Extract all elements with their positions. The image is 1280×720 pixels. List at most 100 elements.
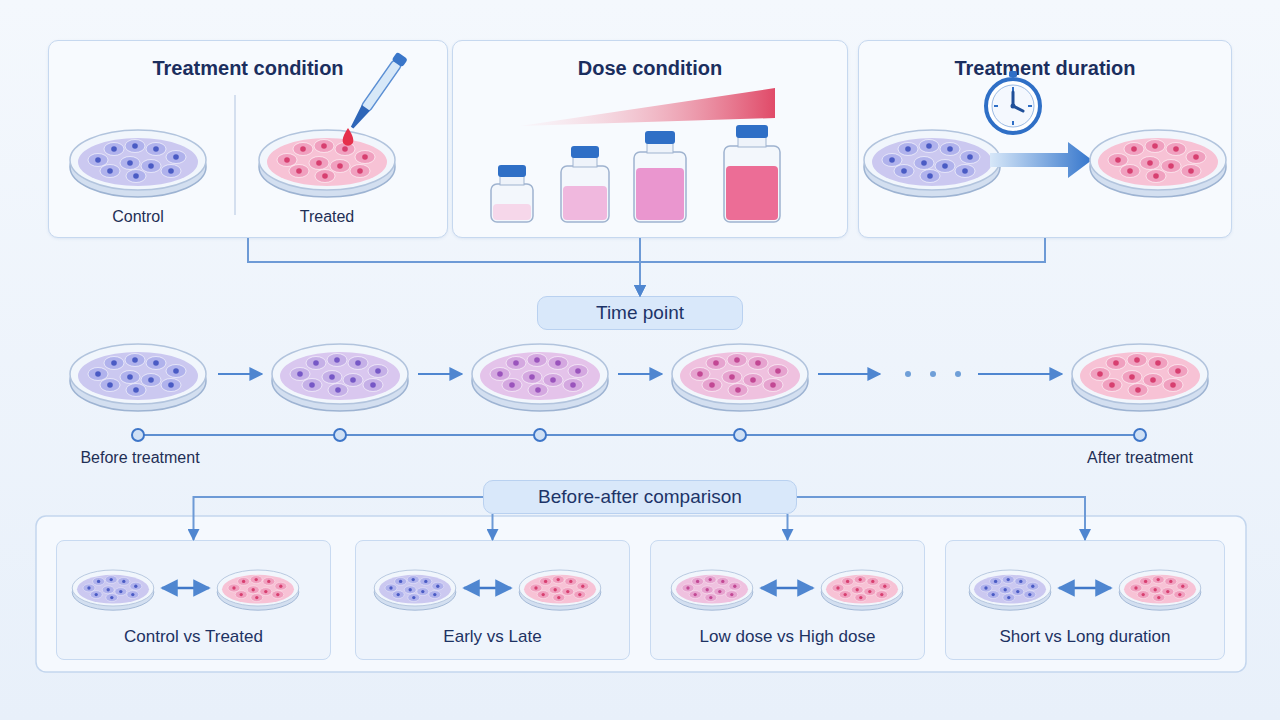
bottle [561, 146, 609, 222]
cell-cluster [277, 140, 375, 183]
petri-dish [70, 344, 206, 411]
pipette-tip [348, 105, 370, 130]
petri-dish [969, 570, 1051, 610]
node-text: Treatment condition [49, 41, 447, 80]
sequence-arrow [818, 373, 880, 375]
dish-glass [672, 344, 808, 411]
dish-glass [217, 570, 299, 610]
dish-glass [1072, 344, 1208, 411]
pipette [347, 52, 408, 132]
clock-tick [1028, 105, 1032, 107]
petri-dish [217, 570, 299, 610]
petri-dish [672, 344, 808, 411]
flow-connector [639, 238, 641, 296]
culture-medium [826, 575, 898, 604]
bottle-neck [738, 137, 766, 147]
comparison-box: Low dose vs High dose [650, 540, 925, 660]
dish-glass [272, 344, 408, 411]
pipette-bulb [392, 52, 408, 68]
dish-glass [1090, 130, 1226, 197]
dish-glass [374, 570, 456, 610]
flow-connector [194, 497, 484, 540]
dish-glass [671, 570, 753, 610]
sequence-arrow [978, 373, 1062, 375]
petri-dish [72, 570, 154, 610]
dish-glass [70, 130, 206, 197]
comparison-frame [36, 516, 1246, 672]
comparison-arrow [1059, 587, 1111, 590]
culture-medium [1098, 138, 1218, 186]
ellipsis-dot [955, 371, 961, 377]
node-text: Dose condition [453, 41, 847, 80]
node-text: Control vs Treated [124, 627, 263, 647]
comparison-box: Short vs Long duration [945, 540, 1225, 660]
cell-cluster [1090, 354, 1188, 397]
culture-medium [267, 138, 387, 186]
bottle-cap [645, 131, 675, 144]
timeline-point [334, 429, 346, 441]
bottle-neck [500, 176, 524, 185]
dish-glass [70, 344, 206, 411]
cell-cluster [385, 576, 444, 602]
clock-center [1011, 104, 1016, 109]
cell-cluster [1108, 140, 1206, 183]
culture-medium [1080, 352, 1200, 400]
bottle-neck [647, 143, 673, 153]
annotation-label: Before treatment [30, 448, 250, 468]
bottle-liquid [726, 166, 778, 220]
stage-pill: Before-after comparison [483, 480, 797, 514]
petri-dish [1072, 344, 1208, 411]
ellipsis-dot [905, 371, 911, 377]
culture-medium [379, 575, 451, 604]
bottle [634, 131, 686, 222]
clock-face [986, 79, 1040, 133]
dose-gradient [520, 88, 775, 126]
annotation-label: After treatment [1030, 448, 1250, 468]
node-text: Treatment duration [859, 41, 1231, 80]
cell-cluster [228, 576, 287, 602]
petri-dish [821, 570, 903, 610]
petri-dish [70, 130, 206, 197]
dish-glass [259, 130, 395, 197]
culture-medium [78, 352, 198, 400]
node-text: Short vs Long duration [999, 627, 1170, 647]
clock-tick [994, 105, 998, 107]
culture-medium [872, 138, 992, 186]
cell-cluster [88, 140, 186, 183]
culture-medium [78, 138, 198, 186]
flow-connector [787, 514, 789, 540]
dish-glass [1119, 570, 1201, 610]
culture-medium [974, 575, 1046, 604]
comparison-box: Early vs Late [355, 540, 630, 660]
ellipsis-dot [930, 371, 936, 377]
flow-connector [640, 238, 1045, 296]
timeline-point [132, 429, 144, 441]
petri-dish [1090, 130, 1226, 197]
dish-glass [969, 570, 1051, 610]
flow-connector [797, 497, 1085, 540]
flow-connector [492, 514, 494, 540]
category-panel: Treatment condition [48, 40, 448, 238]
comparison-box: Control vs Treated [56, 540, 331, 660]
cell-cluster [530, 576, 589, 602]
clock-tick [1012, 121, 1014, 125]
culture-medium [77, 575, 149, 604]
cell-cluster [832, 576, 891, 602]
bottle-cap [498, 165, 526, 177]
drop [343, 128, 354, 146]
clock-tick [1012, 87, 1014, 91]
node-text: Low dose vs High dose [700, 627, 876, 647]
cell-cluster [682, 576, 741, 602]
sequence-arrow [618, 373, 662, 375]
cell-cluster [980, 576, 1039, 602]
dish-glass [864, 130, 1000, 197]
bottle-cap [736, 125, 768, 138]
bottle-body [634, 152, 686, 222]
petri-dish [272, 344, 408, 411]
culture-medium [680, 352, 800, 400]
timeline-point [534, 429, 546, 441]
bottle-neck [573, 157, 597, 167]
comparison-arrow [162, 587, 209, 590]
culture-medium [524, 575, 596, 604]
